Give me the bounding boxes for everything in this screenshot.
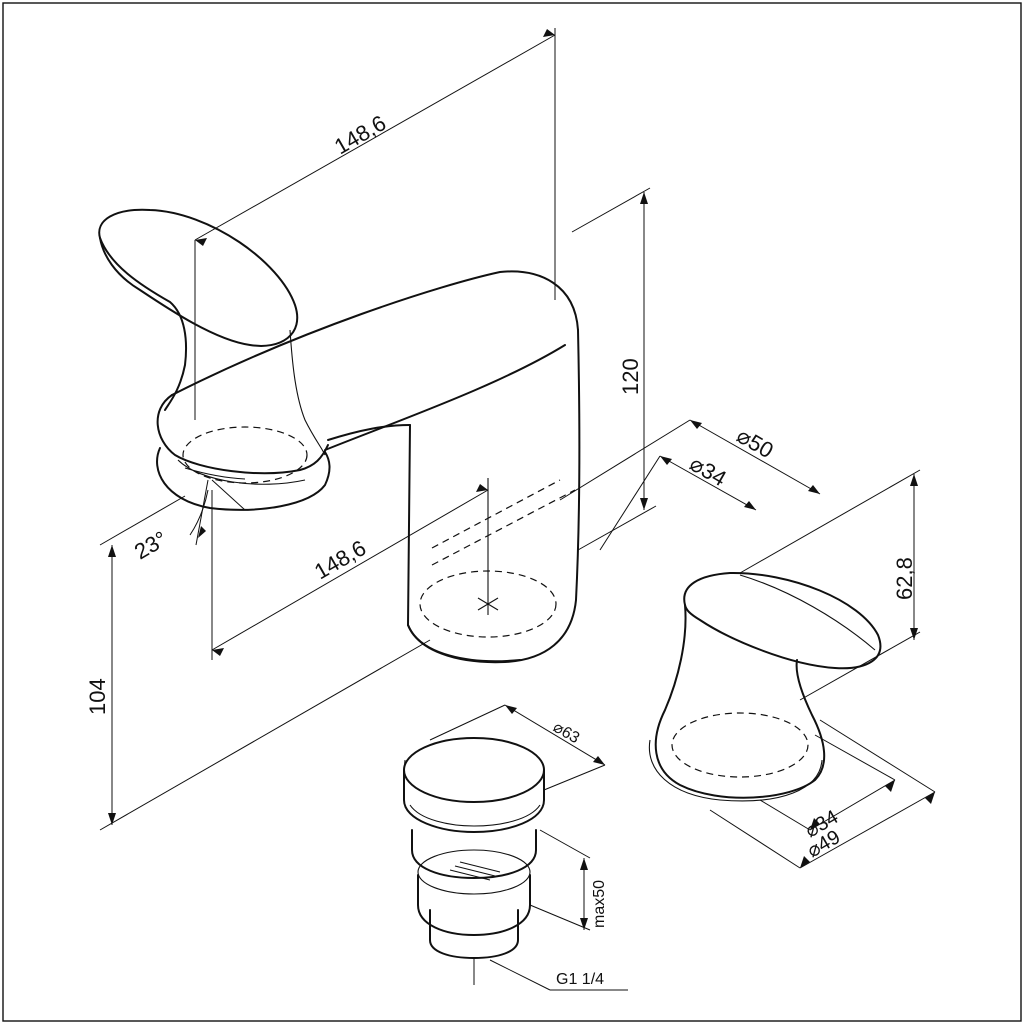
label-spout-base-inner: ⌀34	[686, 451, 731, 492]
dim-drain-max	[529, 829, 591, 931]
label-handle-height: 62,8	[892, 557, 917, 600]
label-spout-length-top: 148,6	[330, 110, 390, 159]
dim-drain-diameter	[403, 704, 606, 791]
dim-spout-base	[559, 419, 821, 551]
dim-spout-length-top	[194, 28, 556, 420]
right-handle	[648, 571, 882, 802]
label-base-height: 104	[85, 678, 110, 715]
label-drain-max: max50	[591, 880, 608, 928]
label-spout-base-outer: ⌀50	[733, 423, 778, 464]
dim-handle-base	[709, 719, 936, 869]
label-spout-height: 120	[618, 358, 643, 395]
left-lever-handle	[98, 208, 326, 456]
label-spout-projection: 148,6	[310, 535, 370, 584]
dim-handle-height	[739, 469, 921, 701]
label-drain-diameter: ⌀63	[550, 719, 582, 747]
label-drain-thread: G1 1/4	[556, 971, 604, 988]
dim-spout-projection	[211, 484, 489, 660]
dim-base-height	[99, 495, 431, 831]
dim-lever-angle	[189, 479, 246, 546]
drain-plug	[403, 737, 545, 985]
label-lever-angle: 23°	[130, 526, 171, 564]
spout-body	[156, 270, 581, 664]
dim-spout-height	[571, 187, 657, 551]
dim-drain-thread	[489, 959, 628, 991]
